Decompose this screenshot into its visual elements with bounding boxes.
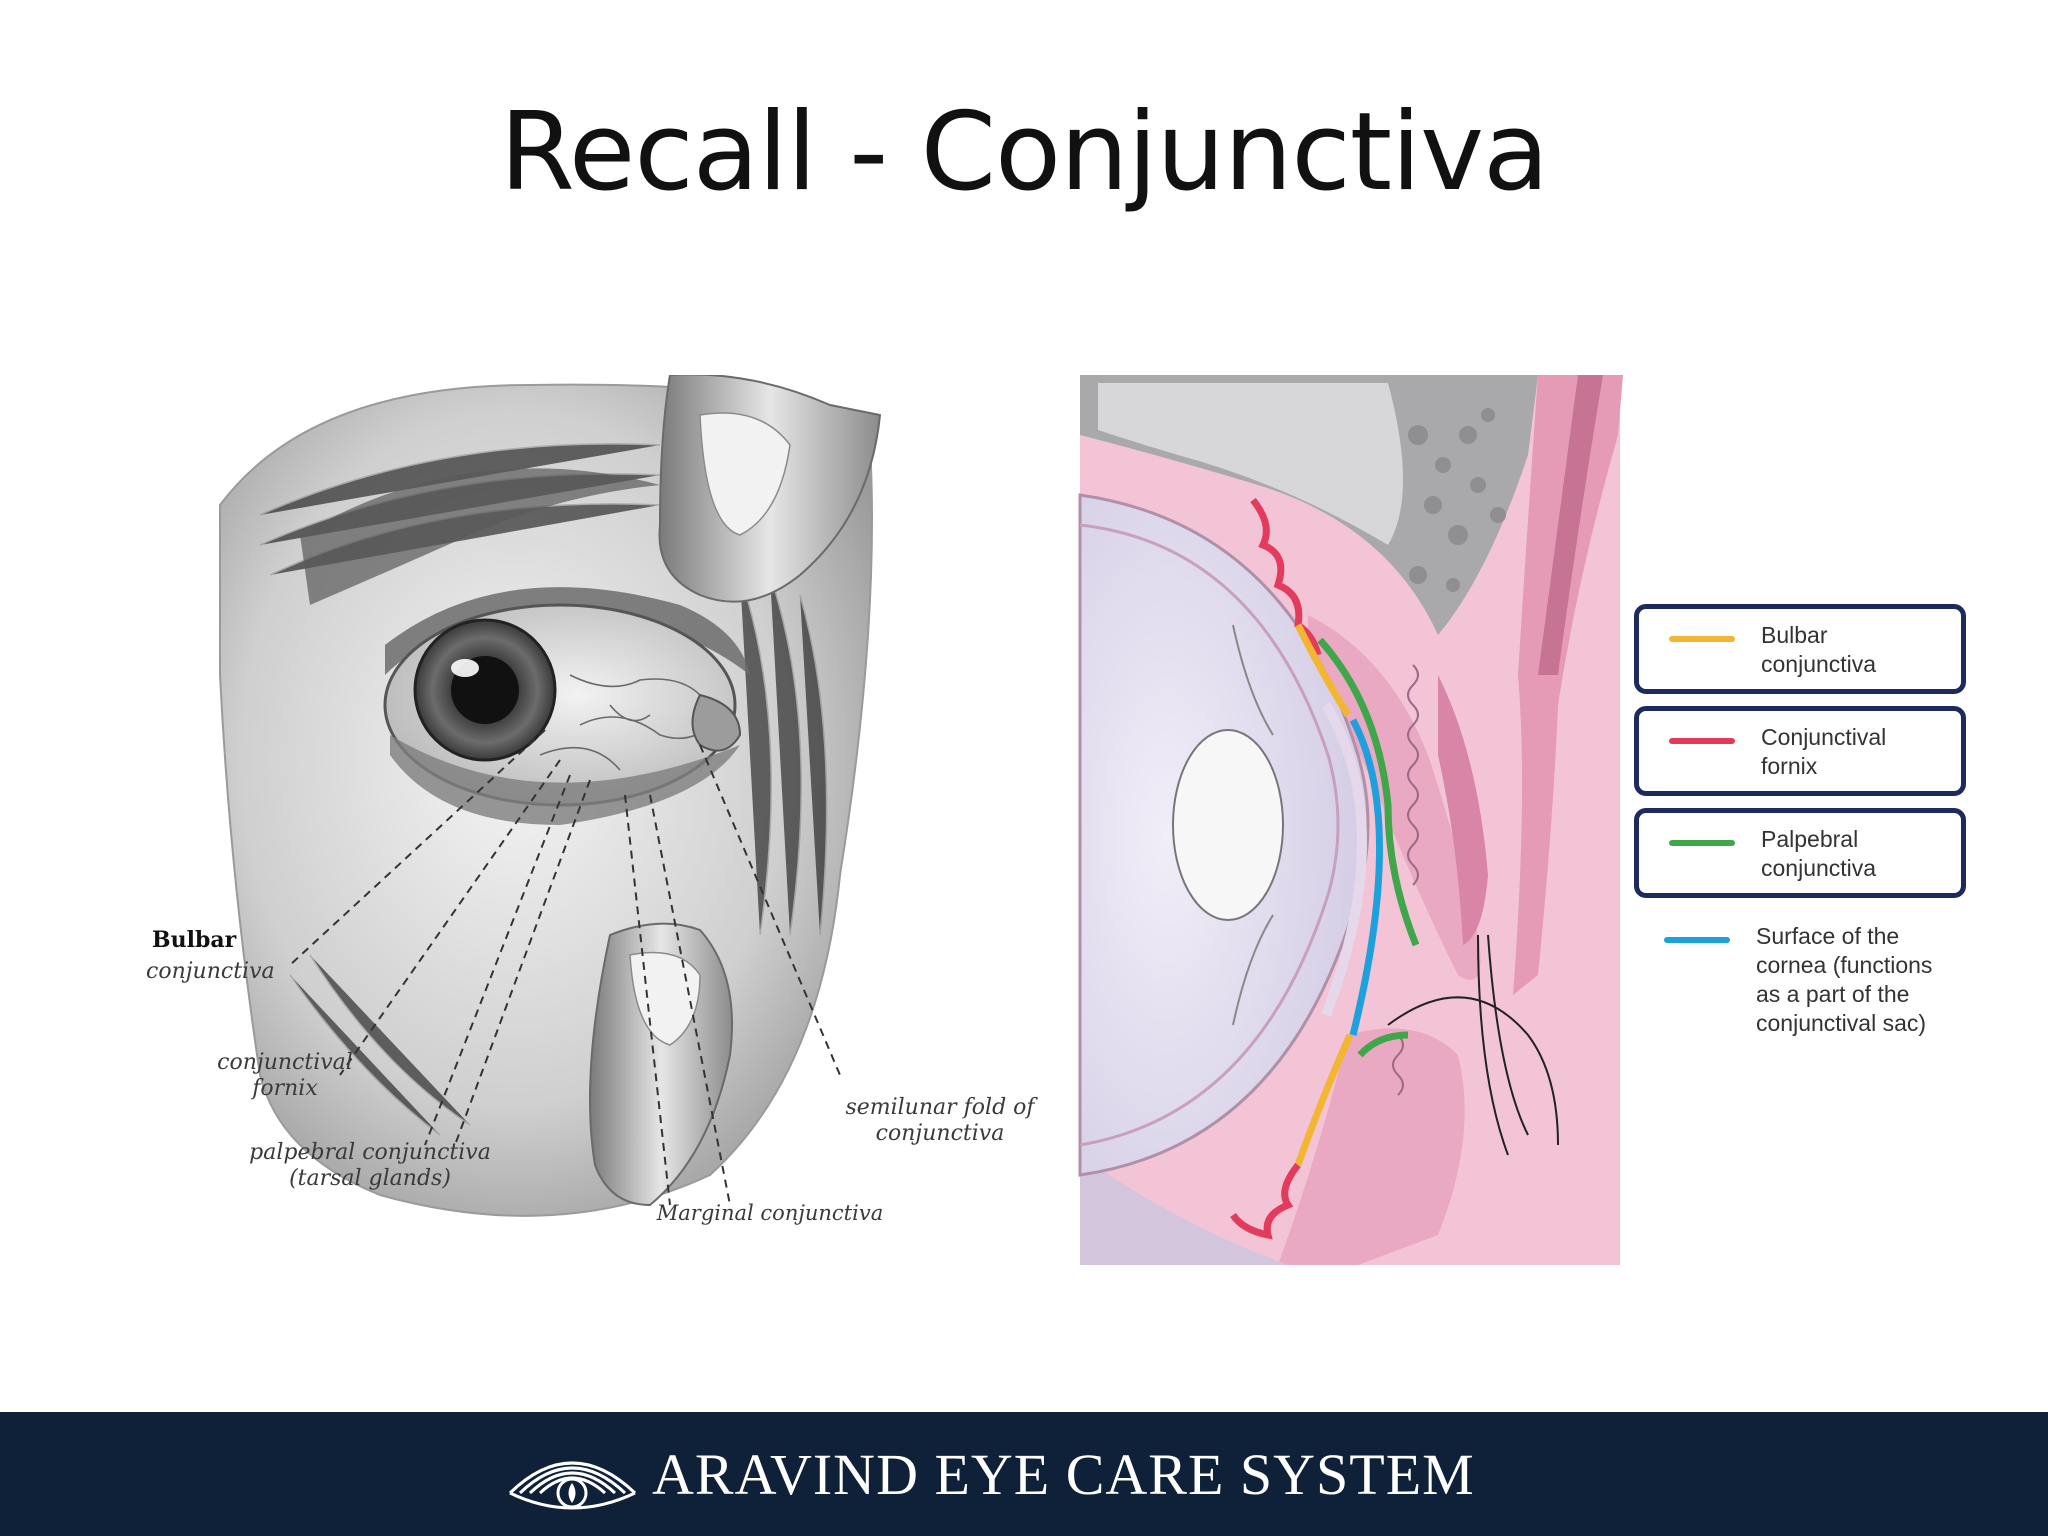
legend-text-palpebral: Palpebral conjunctiva: [1761, 825, 1966, 883]
aravind-eye-logo-icon: [508, 1461, 637, 1510]
legend-swatch-yellow: [1669, 636, 1735, 642]
eye-cross-section-illustration: [1078, 375, 1623, 1265]
label-palpebral-line2: (tarsal glands): [289, 1166, 451, 1191]
label-semilunar-line2: conjunctiva: [875, 1121, 1005, 1146]
eye-cross-section-figure: [1058, 375, 1638, 1265]
legend-item-cornea: Surface of the cornea (functions as a pa…: [1634, 910, 1966, 1036]
legend-text-cornea-l4: conjunctival sac): [1756, 1010, 1927, 1036]
legend-text-cornea: Surface of the cornea (functions as a pa…: [1756, 922, 1961, 1038]
legend-text-cornea-l3: as a part of the: [1756, 981, 1910, 1007]
label-bulbar-sub: conjunctiva: [146, 959, 275, 984]
legend-item-bulbar: Bulbar conjunctiva: [1634, 604, 1966, 694]
legend-text-palpebral-l2: conjunctiva: [1761, 855, 1877, 881]
legend-text-fornix-l2: fornix: [1761, 753, 1818, 779]
eye-engraving-figure: Bulbar conjunctiva conjunctival fornix p…: [140, 373, 1070, 1255]
label-marginal: Marginal conjunctiva: [656, 1201, 884, 1225]
label-palpebral-line1: palpebral conjunctiva: [249, 1140, 491, 1165]
legend-item-fornix: Conjunctival fornix: [1634, 706, 1966, 796]
footer-bar: ARAVIND EYE CARE SYSTEM: [0, 1412, 2048, 1536]
legend-text-bulbar-l2: conjunctiva: [1761, 651, 1877, 677]
footer-brand-text: ARAVIND EYE CARE SYSTEM: [652, 1442, 1475, 1507]
legend-text-fornix: Conjunctival fornix: [1761, 723, 1966, 781]
legend: Bulbar conjunctiva Conjunctival fornix P…: [1634, 604, 1966, 1042]
legend-swatch-green: [1669, 840, 1735, 846]
legend-text-cornea-l2: cornea (functions: [1756, 952, 1933, 978]
label-semilunar-line1: semilunar fold of: [845, 1095, 1035, 1120]
legend-text-fornix-l1: Conjunctival: [1761, 724, 1887, 750]
legend-item-palpebral: Palpebral conjunctiva: [1634, 808, 1966, 898]
label-fornix-line1: conjunctival: [217, 1050, 353, 1075]
label-fornix-line2: fornix: [252, 1076, 318, 1101]
legend-text-palpebral-l1: Palpebral: [1761, 826, 1859, 852]
legend-swatch-red: [1669, 738, 1735, 744]
eye-engraving-illustration: [219, 373, 882, 1217]
legend-text-bulbar: Bulbar conjunctiva: [1761, 621, 1966, 679]
slide-title: Recall - Conjunctiva: [499, 90, 1550, 215]
legend-swatch-blue: [1664, 937, 1730, 943]
legend-text-cornea-l1: Surface of the: [1756, 923, 1900, 949]
label-bulbar-title: Bulbar: [152, 927, 237, 953]
legend-text-bulbar-l1: Bulbar: [1761, 622, 1828, 648]
